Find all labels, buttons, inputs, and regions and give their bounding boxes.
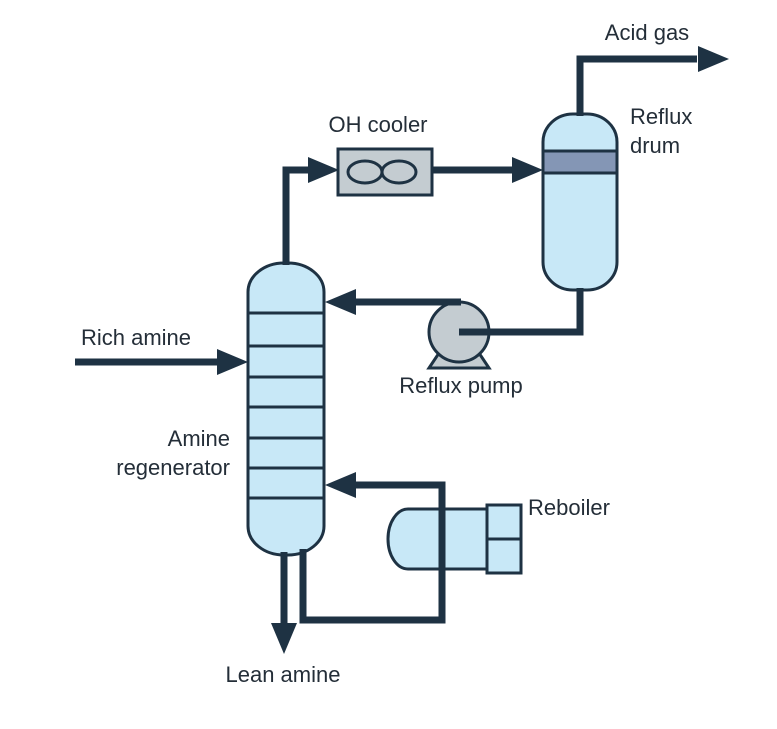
reboiler-label: Reboiler [528,495,610,520]
arrow-reflux-return [325,289,356,315]
cooler-box [336,147,434,197]
cooler-coil-ellipse [380,159,418,185]
arrow-into-cooler [308,157,339,183]
lean-amine-label: Lean amine [225,662,341,687]
reflux-drum-label-line2: drum [630,133,681,158]
acid-gas-label: Acid gas [604,20,690,45]
pipe-acid-gas [576,55,697,116]
rich-amine-label: Rich amine [80,325,192,350]
pipes [75,46,729,654]
pipe-overhead [282,166,309,265]
reflux-drum-label: Reflux drum [630,102,692,160]
pipe-drum-to-pump [459,288,584,336]
drum-shell [541,112,619,292]
amine-regenerator-label: Amine regenerator [30,424,230,482]
column-shell [246,261,326,557]
oh-cooler-label: OH cooler [328,112,428,137]
amine-regenerator-label-line2: regenerator [116,455,230,480]
amine-regenerator-label-line1: Amine [167,426,230,451]
arrow-into-drum [512,157,543,183]
oh-cooler-exchanger [336,147,434,197]
drum-liquid-band [541,149,619,175]
reboiler-kettle [386,503,523,575]
amine-regenerator-column [246,261,326,557]
arrow-acid-gas [698,46,729,72]
arrow-lean-amine [271,623,297,654]
reflux-drum-label-line1: Reflux [630,104,693,129]
pipe-reboiler-loop [299,481,446,624]
arrow-rich-amine [217,349,248,375]
reboiler-shell [386,507,489,571]
column-tray-lines [249,311,323,500]
reflux-pump-label: Reflux pump [399,373,523,398]
arrow-reboiler-return [325,472,356,498]
reflux-drum-vessel [541,112,619,292]
